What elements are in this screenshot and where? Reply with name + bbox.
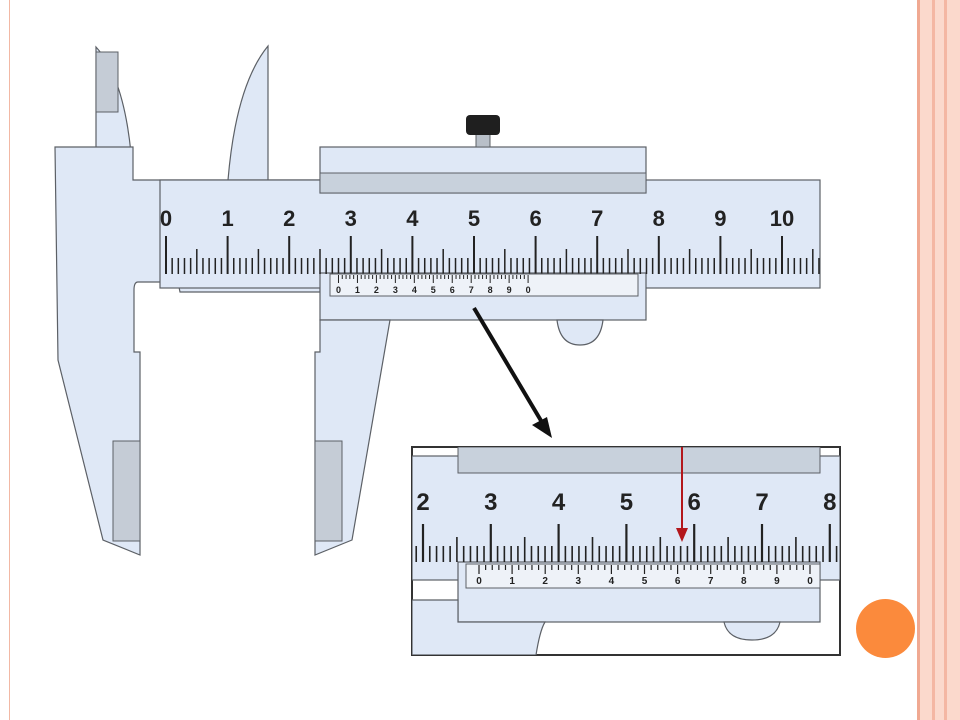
main-scale-label: 7: [591, 206, 603, 231]
fixed-lower-jaw-insert: [112, 440, 141, 542]
vernier-scale-label: 8: [488, 285, 493, 295]
lock-screw-knob: [466, 115, 500, 135]
main-scale-label: 6: [529, 206, 541, 231]
main-scale-label: 9: [714, 206, 726, 231]
vernier-scale-label: 9: [507, 285, 512, 295]
decorative-orange-dot: [856, 599, 915, 658]
thumb-wheel: [556, 319, 604, 346]
zoom-main-scale-ticks: [415, 524, 838, 562]
zoom-main-scale-label: 6: [688, 489, 701, 516]
main-scale-label: 1: [221, 206, 233, 231]
vernier-scale-label: 2: [374, 285, 379, 295]
vernier-scale-label: 0: [336, 285, 341, 295]
zoom-main-scale-labels: 2 3 4 5 6 7 8: [416, 489, 836, 516]
zoom-vernier-scale-label: 3: [576, 576, 582, 587]
vernier-scale-label: 6: [450, 285, 455, 295]
movable-outside-jaw: [227, 44, 269, 181]
main-scale-ticks: [165, 236, 820, 274]
slider-top-groove: [319, 172, 647, 194]
zoom-vernier-scale-label: 0: [476, 576, 482, 587]
vernier-scale-labels: 0 1 2 3 4 5 6 7 8 9 0: [336, 285, 531, 295]
zoom-main-scale-label: 7: [755, 489, 768, 516]
zoom-main-scale-label: 4: [552, 489, 566, 516]
zoom-vernier-scale-label: 0: [807, 576, 813, 587]
zoom-inset: 2 3 4 5 6 7 8 0 1 2 3 4 5 6 7 8 9 0: [411, 446, 841, 656]
vernier-scale-label: 7: [469, 285, 474, 295]
zoom-main-scale-label: 5: [620, 489, 633, 516]
vernier-scale-label: 5: [431, 285, 436, 295]
slide-frame-right: [917, 0, 960, 720]
fixed-outside-jaw-insert: [95, 51, 119, 113]
vernier-scale-label: 1: [355, 285, 360, 295]
zoom-slider-jaw: [412, 599, 547, 655]
zoom-vernier-scale-ticks: [478, 565, 811, 574]
vernier-scale-label: 3: [393, 285, 398, 295]
vernier-scale-label: 4: [412, 285, 417, 295]
vernier-scale-ticks: [337, 275, 529, 283]
zoom-vernier-scale-label: 5: [642, 576, 648, 587]
slide-frame-stripe: [944, 0, 947, 720]
main-scale-label: 0: [160, 206, 172, 231]
main-scale-label: 3: [345, 206, 357, 231]
zoom-vernier-scale-label: 4: [609, 576, 615, 587]
zoom-main-scale-label: 3: [484, 489, 497, 516]
zoom-vernier-scale-labels: 0 1 2 3 4 5 6 7 8 9 0: [476, 576, 813, 587]
slide-frame-stripe: [932, 0, 935, 720]
zoom-vernier-scale-label: 6: [675, 576, 681, 587]
main-scale-label: 10: [770, 206, 794, 231]
vernier-scale-strip: [329, 273, 639, 297]
zoom-vernier-scale-label: 8: [741, 576, 747, 587]
main-scale-label: 5: [468, 206, 480, 231]
movable-lower-jaw-insert: [314, 440, 343, 542]
main-scale-labels: 0 1 2 3 4 5 6 7 8 9 10: [160, 206, 794, 231]
zoom-main-scale-label: 8: [823, 489, 836, 516]
main-scale-label: 8: [653, 206, 665, 231]
zoom-vernier-scale-label: 7: [708, 576, 714, 587]
caliper-main: 0 1 2 3 4 5 6 7 8 9 10 0 1 2 3 4 5 6 7 8…: [54, 44, 821, 556]
vernier-scale-label: 0: [526, 285, 531, 295]
main-scale-label: 2: [283, 206, 295, 231]
zoom-callout-arrow: [472, 306, 552, 438]
zoom-vernier-scale-label: 2: [542, 576, 548, 587]
alignment-pointer-arrow: [676, 447, 688, 542]
zoom-thumb-wheel: [723, 621, 781, 641]
lock-screw-stem: [475, 132, 491, 148]
zoom-vernier-scale-label: 9: [774, 576, 780, 587]
zoom-main-scale-label: 2: [416, 489, 429, 516]
zoom-vernier-scale-label: 1: [509, 576, 515, 587]
slide-frame-left: [9, 0, 10, 720]
zoom-slider-top: [457, 447, 821, 474]
main-scale-label: 4: [406, 206, 419, 231]
